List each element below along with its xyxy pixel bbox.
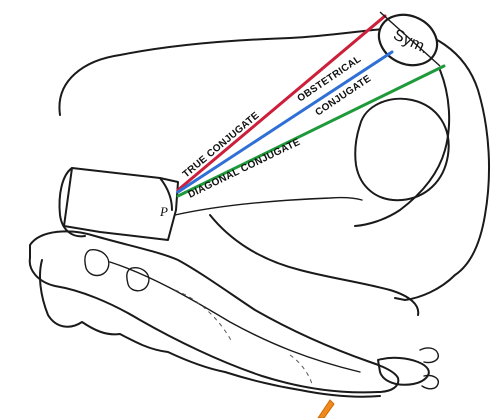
coccyx-tip (422, 375, 438, 388)
obturator-foramen (355, 99, 448, 200)
iliac-bone-outline (59, 28, 489, 300)
sacral-segment (127, 268, 149, 291)
hidden-contour (175, 290, 232, 342)
coccyx-tip (420, 348, 438, 363)
vertebra-process (60, 168, 86, 236)
coccyx (378, 358, 429, 385)
hidden-contour (290, 355, 312, 384)
sacral-segment (85, 250, 109, 276)
sacrum-inner-line (110, 262, 360, 372)
promontory-label: P (159, 204, 168, 219)
pubic-ramus-outline (355, 70, 449, 226)
pelvic-brim-lower (175, 198, 362, 215)
annotation-arrow-icon (318, 400, 334, 418)
